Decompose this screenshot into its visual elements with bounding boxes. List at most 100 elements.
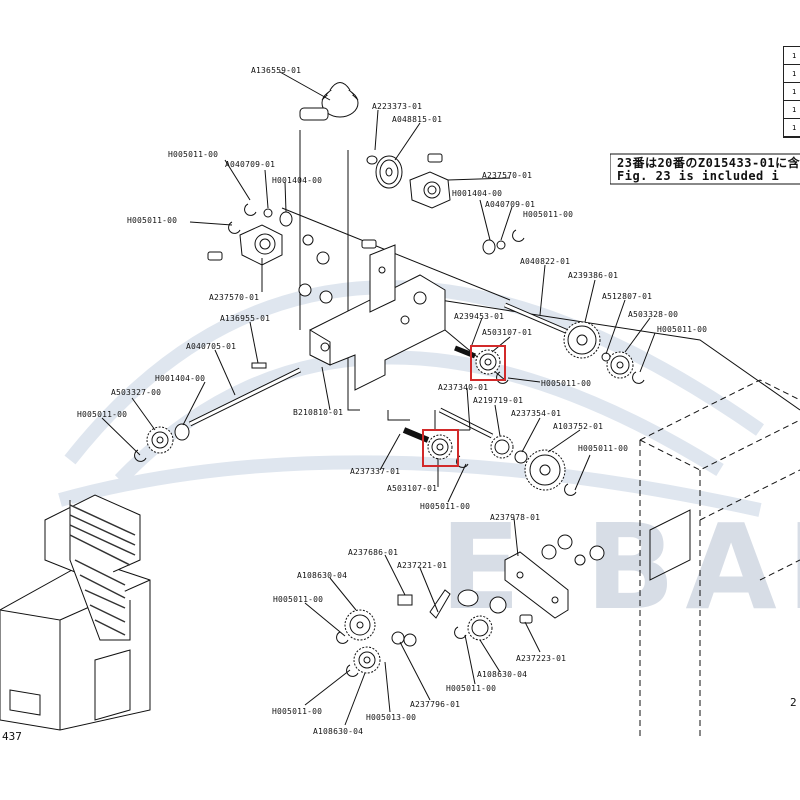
- callout-label: H005011-00: [127, 216, 178, 225]
- pin: [251, 362, 267, 369]
- callout-label: H005011-00: [273, 595, 324, 604]
- bushing: [514, 450, 528, 464]
- leader: [479, 639, 501, 673]
- link-arm: [429, 589, 451, 619]
- callout-label: A237354-01: [511, 409, 562, 418]
- washer: [403, 633, 417, 647]
- leader: [447, 463, 467, 503]
- callout-label: H005011-00: [657, 325, 708, 334]
- callout-label: A237223-01: [516, 654, 567, 663]
- leader: [639, 332, 656, 373]
- screw: [427, 153, 443, 163]
- leader: [466, 387, 471, 431]
- large-gear: [563, 321, 601, 359]
- e-ring: [346, 664, 359, 677]
- bracket-plate: [504, 551, 569, 619]
- small-gear: [490, 435, 514, 459]
- callout-label: A503107-01: [387, 484, 438, 493]
- callout-label: H005011-00: [168, 150, 219, 159]
- callout-label: A040705-01: [186, 342, 237, 351]
- callout-label: A108630-04: [297, 571, 348, 580]
- callout-label: A219719-01: [473, 396, 524, 405]
- leader: [547, 429, 581, 453]
- callout-label: A237337-01: [350, 467, 401, 476]
- callout-label: H005011-00: [523, 210, 574, 219]
- gear-part: [353, 646, 381, 674]
- leader: [399, 641, 431, 701]
- table-row: 1: [784, 101, 800, 119]
- leader: [249, 321, 259, 364]
- callout-label: A237796-01: [410, 700, 461, 709]
- callout-label: A108630-04: [313, 727, 364, 736]
- spring: [457, 589, 479, 607]
- leader: [304, 669, 351, 706]
- shaft: [402, 427, 430, 443]
- callout-label: H005011-00: [272, 707, 323, 716]
- nuts: [541, 534, 605, 566]
- table-row: 1: [784, 83, 800, 101]
- leader: [224, 159, 251, 201]
- e-ring: [512, 229, 525, 242]
- leader: [491, 336, 511, 353]
- washer: [302, 234, 314, 246]
- callout-label: A503327-00: [111, 388, 162, 397]
- leader: [131, 397, 156, 431]
- leader: [524, 621, 541, 653]
- table-row: 1: [784, 119, 800, 137]
- leader: [374, 109, 379, 151]
- washer: [298, 283, 312, 297]
- guide-line: [387, 410, 410, 421]
- callout-label: H001404-00: [155, 374, 206, 383]
- leader: [419, 567, 439, 613]
- bearing-holder: [239, 224, 283, 266]
- screw: [519, 614, 533, 624]
- callout-label: A103752-01: [553, 422, 604, 431]
- callout-label: A503328-00: [628, 310, 679, 319]
- shaft-inner: [189, 368, 301, 426]
- leader: [384, 554, 406, 596]
- main-bracket: [309, 244, 446, 391]
- guide-line: [281, 207, 511, 301]
- callout-label: A136955-01: [220, 314, 271, 323]
- leader: [304, 602, 346, 637]
- gear-part: [146, 426, 174, 454]
- callout-label: H005011-00: [541, 379, 592, 388]
- callout-label: A223373-01: [372, 102, 423, 111]
- callout-label: H005011-00: [77, 410, 128, 419]
- callout-label: H005011-00: [446, 684, 497, 693]
- callout-label: A136559-01: [251, 66, 302, 75]
- leader: [507, 377, 541, 383]
- highlight-box: [470, 345, 506, 381]
- callout-label: A237570-01: [482, 171, 533, 180]
- callout-label: A040709-01: [225, 160, 276, 169]
- screw: [361, 239, 377, 249]
- machine-frame: [639, 379, 800, 740]
- e-ring: [454, 626, 467, 639]
- leader: [101, 417, 141, 456]
- gear-part: [375, 155, 403, 189]
- leader: [539, 264, 546, 316]
- gear-highlighted: [427, 434, 453, 460]
- callout-label: B210810-01: [293, 408, 344, 417]
- note-line-2: Fig. 23 is included i: [617, 169, 780, 183]
- washer: [319, 290, 333, 304]
- large-gear: [524, 449, 566, 491]
- e-ring: [228, 221, 241, 234]
- leader: [182, 381, 206, 426]
- parts-table: 1 1 1 1 1: [783, 46, 800, 138]
- leader: [469, 317, 483, 351]
- bushing: [279, 211, 293, 227]
- e-ring: [632, 371, 645, 384]
- washer: [316, 251, 330, 265]
- shaft-inner: [504, 303, 576, 337]
- frame-panel: [649, 509, 691, 581]
- callout-label: A237570-01: [209, 293, 260, 302]
- guide-line: [347, 150, 360, 411]
- e-ring: [336, 631, 349, 644]
- leader: [189, 221, 233, 226]
- callout-label: A040822-01: [520, 257, 571, 266]
- leader: [500, 206, 513, 241]
- leader: [521, 417, 541, 453]
